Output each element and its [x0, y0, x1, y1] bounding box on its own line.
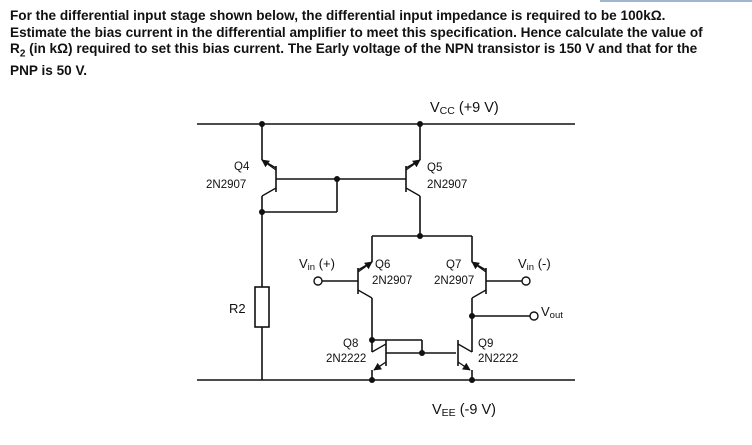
transistor-q4 [261, 124, 337, 212]
junction-dot [334, 176, 340, 182]
question-line-2: Estimate the bias current in the differe… [10, 24, 703, 40]
junction-dot [369, 377, 375, 383]
question-line-4: PNP is 50 V. [10, 63, 88, 79]
q6-label: Q6 [375, 259, 390, 271]
junction-dot [419, 350, 425, 356]
transistor-q8 [371, 340, 456, 380]
q9-label: Q9 [478, 338, 493, 350]
q8-part: 2N2222 [326, 353, 366, 365]
r2-subscript: 2 [19, 48, 26, 60]
junction-dot [259, 121, 265, 127]
vin-minus-terminal [521, 276, 531, 286]
question-line-1: For the differential input stage shown b… [10, 8, 666, 23]
transistor-q9 [457, 340, 473, 380]
r2-symbol: R [10, 41, 20, 56]
vin-minus-label: Vin (-) [518, 256, 551, 273]
transistor-q5 [337, 124, 421, 236]
q7-label: Q7 [446, 259, 461, 271]
junction-dot [369, 337, 375, 343]
q4-label: Q4 [234, 161, 250, 173]
vout-label: Vout [541, 304, 563, 321]
question-line-3: R2 (in kΩ) required to set this bias cur… [10, 41, 745, 63]
vee-label: VEE (-9 V) [432, 402, 496, 419]
junction-dot [417, 233, 423, 239]
q5-label: Q5 [427, 162, 442, 174]
vin-plus-label: Vin (+) [299, 256, 335, 273]
q7-part: 2N2907 [434, 275, 474, 287]
vcc-label: VCC (+9 V) [430, 100, 499, 117]
junction-dot [469, 313, 475, 319]
q9-part: 2N2222 [478, 353, 518, 365]
question-text: For the differential input stage shown b… [10, 8, 745, 80]
vin-plus-terminal [313, 276, 323, 286]
transistor-q7 [471, 236, 522, 352]
q4-part: 2N2907 [206, 179, 246, 191]
q5-part: 2N2907 [427, 179, 467, 191]
resistor-r2 [254, 286, 270, 328]
junction-dot [417, 121, 423, 127]
junction-dot [469, 377, 475, 383]
transistor-q6 [322, 236, 373, 352]
question-line-3-rest: (in kΩ) required to set this bias curren… [25, 41, 698, 56]
vout-terminal [529, 311, 539, 321]
junction-dot [259, 209, 265, 215]
r2-label: R2 [229, 301, 246, 316]
top-border-line [600, 0, 752, 2]
q8-label: Q8 [343, 338, 358, 350]
q6-part: 2N2907 [372, 275, 412, 287]
